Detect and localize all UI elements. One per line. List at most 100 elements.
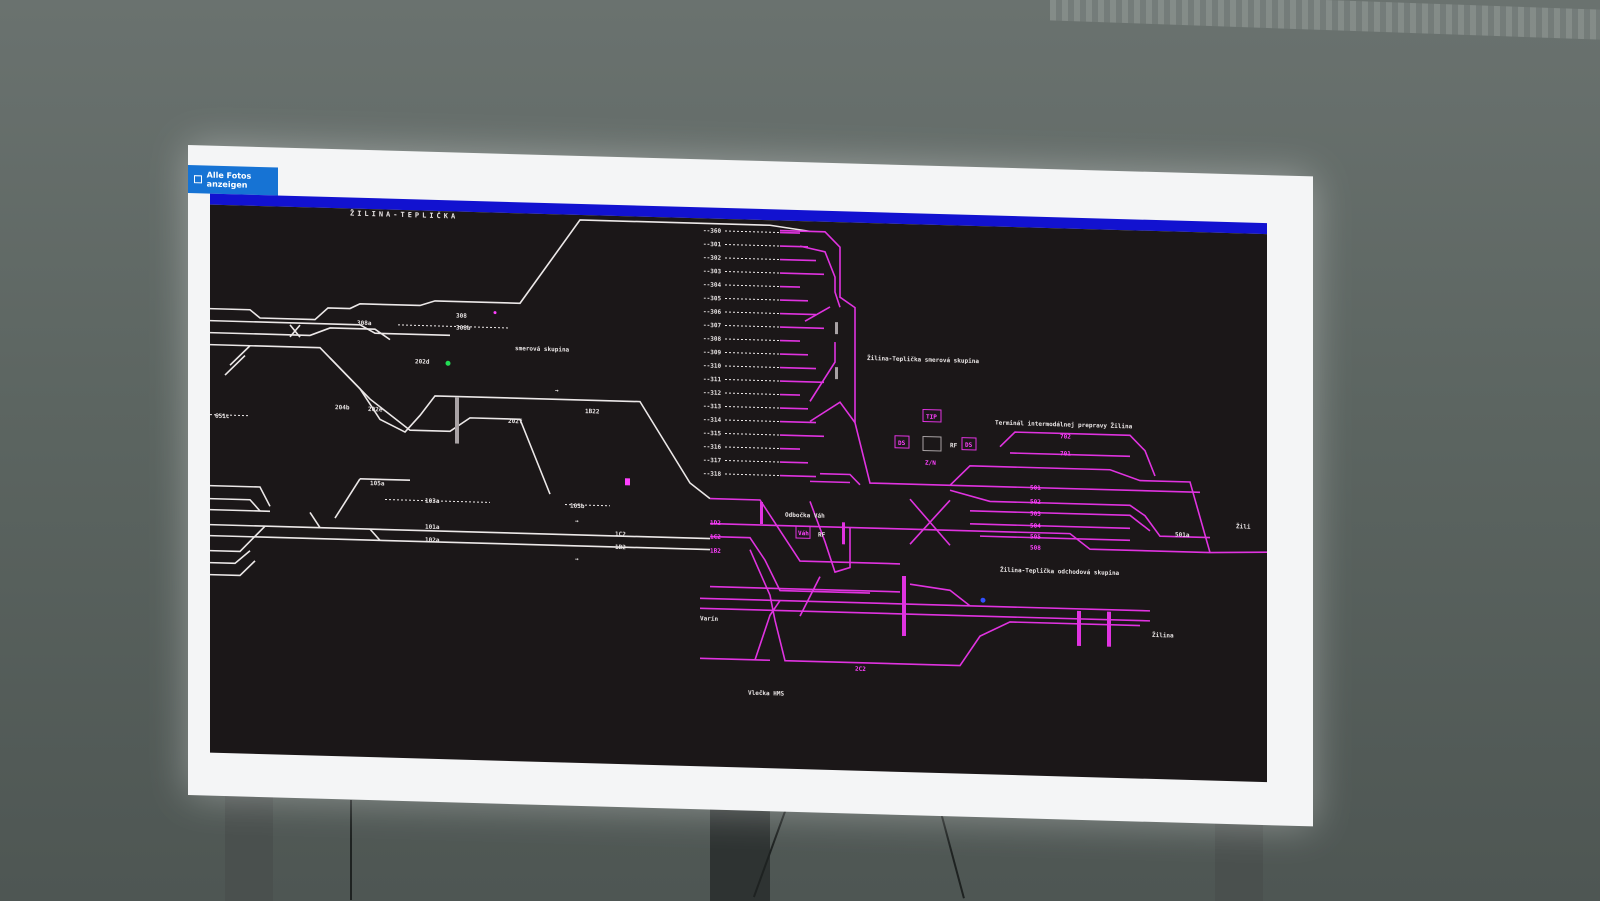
yard-track-line	[725, 243, 780, 247]
track-label: 1C2	[710, 534, 721, 541]
yard-track-line	[725, 311, 780, 315]
track-label: 1D2	[710, 520, 721, 527]
yard-track-magenta	[780, 326, 824, 330]
yard-track-label: --315	[703, 430, 721, 438]
yard-track-line	[725, 432, 780, 436]
terminal-label: Terminál intermodálnej prepravy Žilina	[995, 419, 1133, 431]
yard-tracks: --360--301--302--303--304--305--306--307…	[703, 227, 824, 478]
track-label: 103a	[425, 498, 440, 505]
station-label-zilina: Žilina	[1152, 631, 1174, 640]
display-screen: Alle Fotos anzeigen ŽILINA-TEPLIČKA	[188, 145, 1313, 827]
signal-bar	[1077, 610, 1081, 646]
signal-bar	[1107, 611, 1111, 647]
tip-label: TIP	[926, 414, 937, 421]
rf-box[interactable]	[922, 436, 942, 452]
track-label: 202d	[415, 358, 430, 365]
yard-track-magenta	[780, 380, 824, 384]
arrow-right: →	[575, 518, 579, 525]
yard-track-label: --360	[703, 227, 721, 235]
track-label: 1B2	[615, 544, 626, 551]
yard-track-magenta	[780, 353, 808, 356]
signal-bar	[902, 575, 906, 637]
show-all-photos-label: Alle Fotos anzeigen	[206, 170, 252, 190]
yard-track-label: --309	[703, 349, 721, 357]
track-label: 204b	[335, 404, 350, 411]
right-labels: Žilina-Teplička smerová skupina Terminál…	[700, 354, 1251, 698]
track-label: 504	[1030, 523, 1041, 530]
track-label: 702	[1060, 433, 1071, 440]
ds-label: DS	[898, 440, 906, 447]
yard-track-label: --314	[703, 416, 721, 424]
yard-track-line	[725, 473, 780, 477]
track-label: 308a	[357, 320, 372, 327]
station-label-zilina-cut: Žili	[1236, 522, 1251, 530]
yard-track-line	[725, 365, 780, 369]
track-label: 501	[1030, 485, 1041, 492]
track-label: 1B2	[710, 548, 721, 555]
yard-track-line	[725, 405, 780, 409]
yard-track-line	[725, 351, 780, 355]
vah-box[interactable]	[795, 525, 811, 539]
yard-track-line	[725, 419, 780, 423]
yard-track-label: --301	[703, 241, 721, 249]
yard-track-magenta	[780, 285, 800, 288]
track-label: 651c	[215, 413, 230, 420]
white-tracks: → → →	[210, 219, 811, 577]
siding-label: Vlečka HMS	[748, 690, 785, 698]
yard-track-label: --304	[703, 281, 721, 289]
track-label: 308b	[456, 324, 471, 331]
ds-label: DS	[965, 442, 973, 449]
yard-track-magenta	[780, 299, 808, 302]
yard-track-label: --317	[703, 457, 721, 465]
track-schematic[interactable]: ŽILINA-TEPLIČKA	[210, 204, 1267, 783]
yard-track-label: --306	[703, 308, 721, 316]
monitor-stand-left	[225, 790, 273, 901]
track-label: 701	[1060, 450, 1071, 457]
signal-light-blue[interactable]	[980, 597, 986, 603]
photos-icon	[194, 175, 202, 184]
track-label: 508	[1030, 545, 1041, 552]
signal-light-magenta	[493, 311, 497, 315]
track-label: 505	[1030, 534, 1041, 541]
yard-track-label: --303	[703, 268, 721, 276]
signal-bar	[455, 397, 459, 444]
yard-track-label: --302	[703, 254, 721, 262]
ds-box[interactable]	[961, 437, 977, 451]
tip-box[interactable]	[922, 409, 942, 423]
show-all-photos-button[interactable]: Alle Fotos anzeigen	[188, 165, 278, 196]
yard-track-magenta	[780, 312, 816, 316]
station-title: ŽILINA-TEPLIČKA	[350, 209, 458, 221]
yard-track-line	[725, 230, 780, 234]
track-label: 103b	[570, 503, 585, 510]
track-diagram: ŽILINA-TEPLIČKA	[210, 209, 1267, 698]
signal-bar	[842, 522, 845, 545]
yard-track-label: --307	[703, 322, 721, 330]
track-label: 202f	[508, 418, 523, 425]
rf-label: RF	[818, 532, 826, 539]
yard-track-label: --308	[703, 335, 721, 343]
yard-track-label: --310	[703, 362, 721, 370]
yard-track-line	[725, 284, 780, 288]
track-label: 503	[1030, 511, 1041, 518]
arrow-right: →	[555, 387, 559, 394]
yard-track-line	[725, 257, 780, 261]
station-label-varin: Varín	[700, 615, 718, 623]
yard-track-line	[725, 392, 780, 396]
yard-track-magenta	[780, 366, 816, 370]
yard-track-magenta	[780, 461, 808, 464]
track-label: 308	[456, 312, 467, 319]
signal-light-green[interactable]	[445, 360, 451, 366]
yard-track-magenta	[780, 339, 800, 342]
track-label: 1B22	[585, 408, 600, 415]
group-label: Žilina-Teplička smerová skupina	[867, 354, 979, 365]
yard-track-magenta	[780, 434, 824, 438]
yard-track-magenta	[780, 474, 816, 478]
magenta-tracks	[700, 229, 1267, 667]
yard-track-line	[725, 324, 780, 328]
yard-track-line	[725, 378, 780, 382]
track-label: 501a	[1175, 532, 1190, 539]
yard-track-magenta	[780, 407, 808, 410]
yard-track-label: --312	[703, 389, 721, 397]
ds-box[interactable]	[894, 435, 910, 449]
yard-track-magenta	[780, 393, 800, 396]
